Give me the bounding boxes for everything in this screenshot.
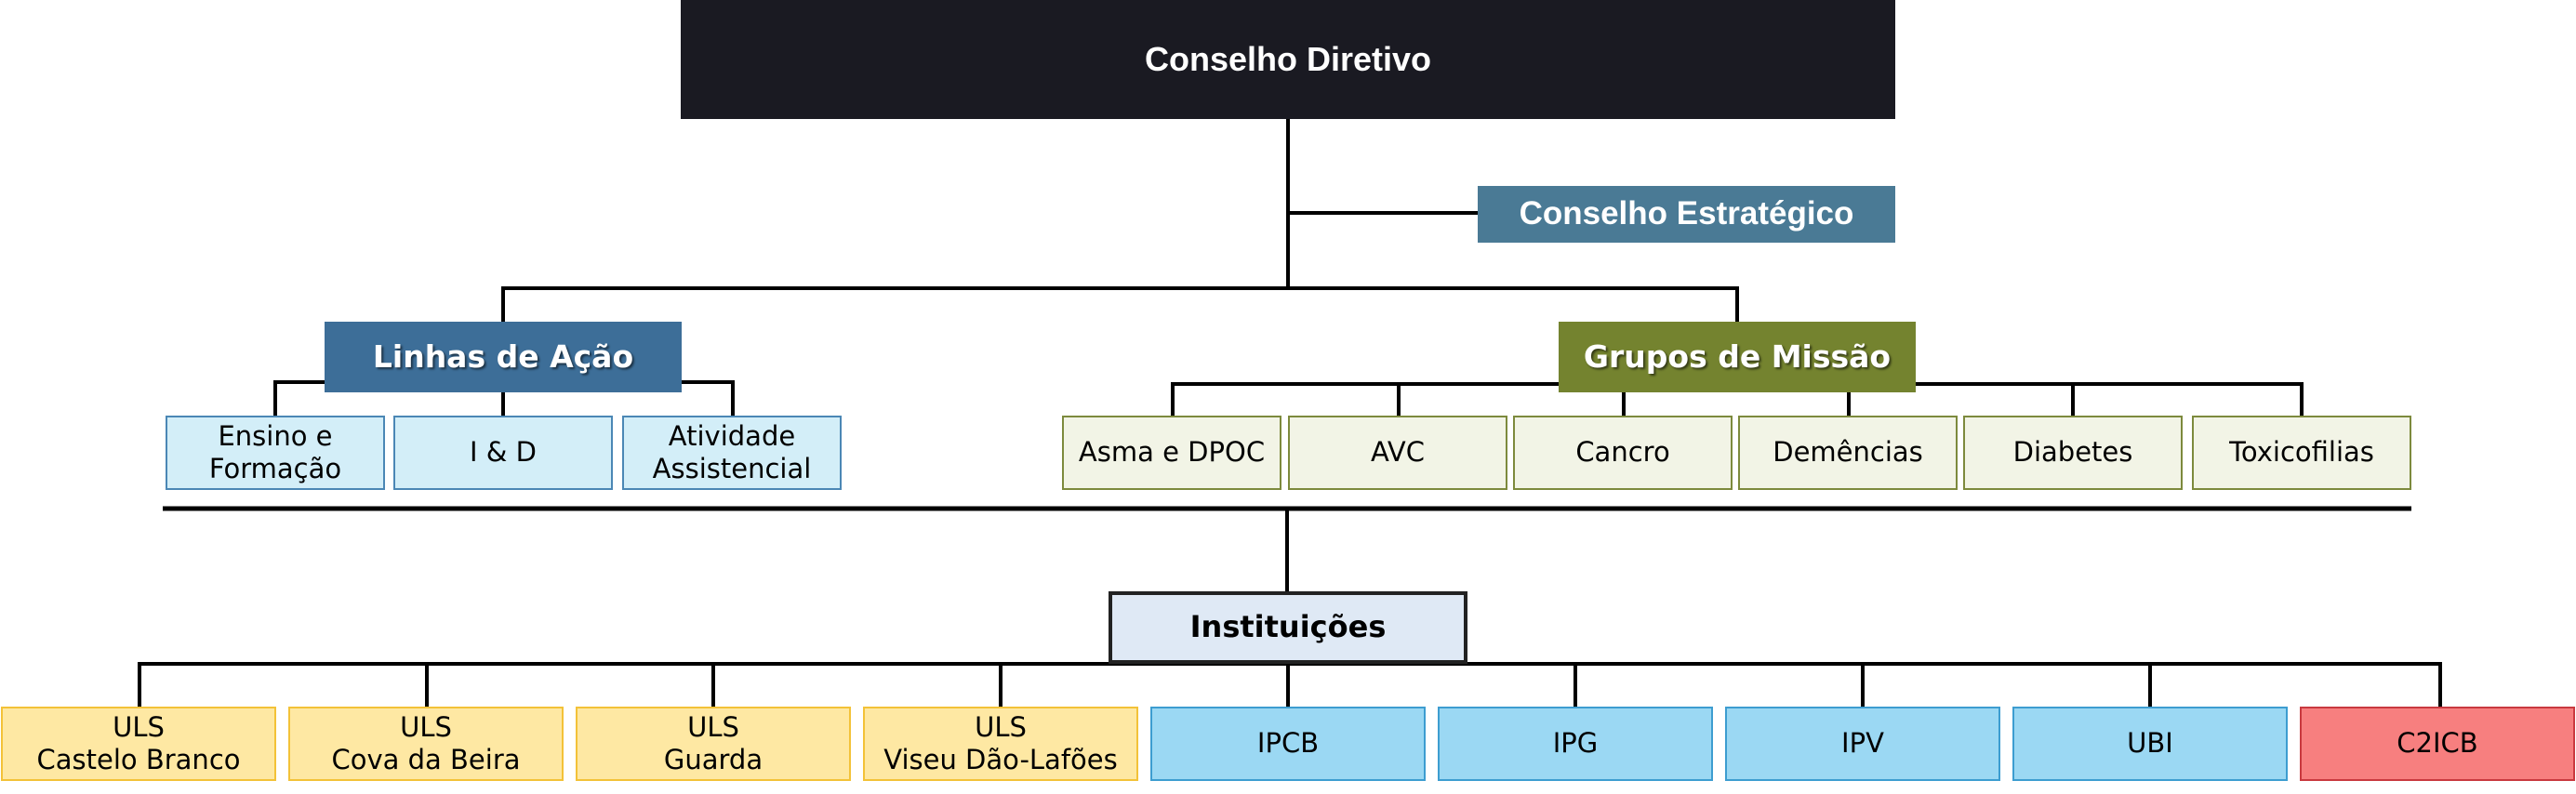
group-item-box: Asma e DPOC xyxy=(1062,416,1281,490)
institution-box: IPV xyxy=(1725,707,2000,781)
institution-box: C2ICB xyxy=(2300,707,2575,781)
institution-box: IPG xyxy=(1438,707,1713,781)
group-item-label: AVC xyxy=(1370,436,1426,469)
group-item-box: Diabetes xyxy=(1963,416,2183,490)
group-item-label: Diabetes xyxy=(2012,436,2133,469)
institution-box: IPCB xyxy=(1150,707,1426,781)
institution-label: ULS Guarda xyxy=(663,710,764,775)
board-label: Conselho Diretivo xyxy=(1144,40,1432,79)
lines-of-action-box: Linhas de Ação xyxy=(325,322,682,392)
group-item-box: Demências xyxy=(1738,416,1958,490)
lines-of-action-title: Linhas de Ação xyxy=(372,337,634,375)
group-item-label: Toxicofilias xyxy=(2229,436,2374,469)
institution-label: UBI xyxy=(2127,727,2173,760)
institutions-title: Instituições xyxy=(1189,609,1387,645)
institution-box: ULS Castelo Branco xyxy=(1,707,276,781)
lines-item-box: Atividade Assistencial xyxy=(622,416,842,490)
group-item-label: Asma e DPOC xyxy=(1078,436,1266,469)
institution-label: ULS Viseu Dão-Lafões xyxy=(883,710,1118,775)
strategic-council-box: Conselho Estratégico xyxy=(1478,186,1895,243)
institution-label: C2ICB xyxy=(2397,727,2478,760)
institution-box: ULS Viseu Dão-Lafões xyxy=(863,707,1138,781)
lines-item-label: Ensino e Formação xyxy=(208,419,342,484)
mission-groups-box: Grupos de Missão xyxy=(1559,322,1916,392)
board-box: Conselho Diretivo xyxy=(681,0,1895,119)
group-item-box: Toxicofilias xyxy=(2192,416,2411,490)
institution-box: ULS Guarda xyxy=(576,707,851,781)
institution-label: IPG xyxy=(1552,727,1599,760)
group-item-box: Cancro xyxy=(1513,416,1733,490)
institutions-box: Instituições xyxy=(1109,591,1467,664)
lines-item-label: Atividade Assistencial xyxy=(652,419,812,484)
group-item-label: Cancro xyxy=(1575,436,1670,469)
institution-label: ULS Cova da Beira xyxy=(331,710,521,775)
lines-item-label: I & D xyxy=(470,436,537,469)
institution-box: UBI xyxy=(2012,707,2288,781)
institution-label: ULS Castelo Branco xyxy=(36,710,241,775)
group-item-label: Demências xyxy=(1773,436,1923,469)
group-item-box: AVC xyxy=(1288,416,1507,490)
institution-label: IPV xyxy=(1841,727,1884,760)
lines-item-box: I & D xyxy=(393,416,613,490)
mission-groups-title: Grupos de Missão xyxy=(1583,337,1892,375)
institution-label: IPCB xyxy=(1256,727,1320,760)
strategic-council-label: Conselho Estratégico xyxy=(1519,195,1854,232)
institution-box: ULS Cova da Beira xyxy=(288,707,564,781)
lines-item-box: Ensino e Formação xyxy=(166,416,385,490)
